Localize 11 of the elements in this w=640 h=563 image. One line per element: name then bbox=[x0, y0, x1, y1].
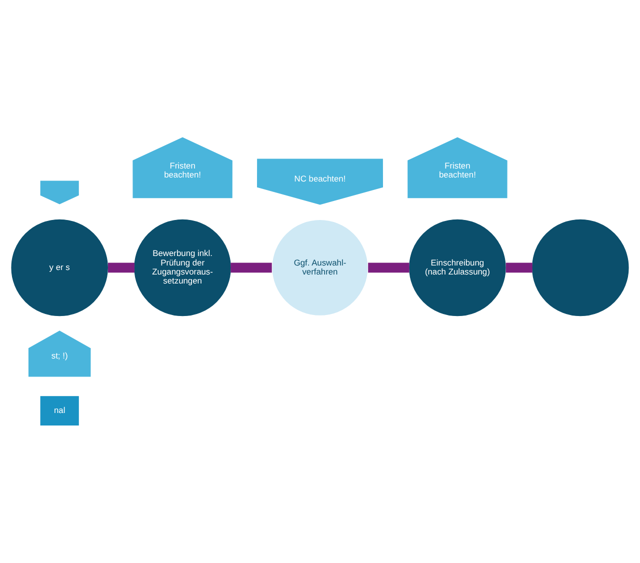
connector bbox=[506, 262, 532, 273]
node-circle: Einschreibung (nach Zulassung) bbox=[409, 219, 506, 316]
node-box bbox=[40, 180, 79, 204]
connector bbox=[230, 262, 272, 273]
node-circle: y er s bbox=[11, 219, 108, 316]
node-circle: Ggf. Auswahl- verfahren bbox=[272, 219, 368, 316]
node-circle: Bewerbung inkl. Prüfung der Zugangsvoraus- setzungen bbox=[134, 219, 231, 316]
connector bbox=[108, 262, 134, 273]
connector bbox=[368, 262, 410, 273]
node-box: nal bbox=[40, 396, 79, 426]
node-circle bbox=[532, 219, 629, 316]
